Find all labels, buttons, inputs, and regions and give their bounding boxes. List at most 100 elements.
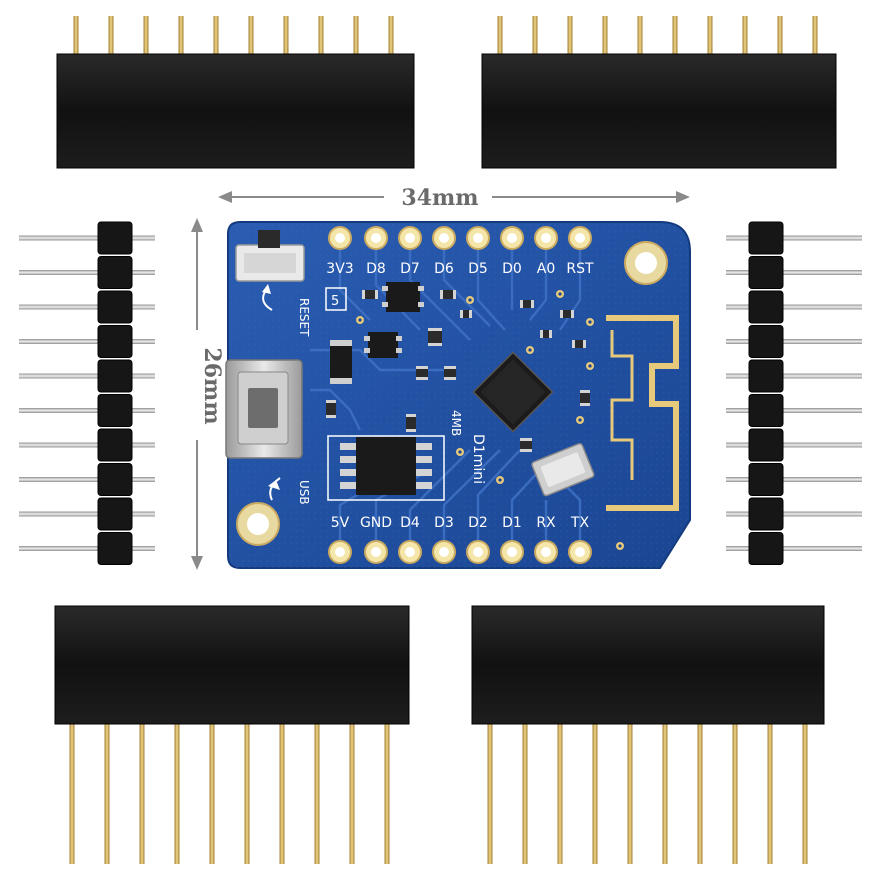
header-pin: [139, 724, 145, 864]
header-pin: [131, 408, 155, 413]
male-header-right: [726, 221, 862, 565]
smd-component: [572, 340, 586, 348]
pin-label: D4: [400, 515, 420, 531]
header-pin: [726, 373, 750, 379]
height-label: 26mm: [199, 347, 225, 424]
smd-component: [520, 300, 534, 308]
pin-hole: [507, 547, 517, 557]
pin-label: D8: [366, 261, 386, 277]
smd-component: [460, 310, 472, 318]
header-block: [97, 532, 133, 565]
pin-label: 3V3: [326, 261, 353, 277]
header-pin: [732, 724, 738, 864]
header-pin: [131, 373, 155, 379]
pin-hole: [405, 547, 415, 557]
header-pin: [742, 16, 748, 54]
header-pin: [697, 724, 703, 864]
header-block: [748, 290, 784, 324]
mounting-hole-bottom-left: [236, 502, 280, 546]
header-pin: [726, 477, 750, 482]
header-block: [748, 463, 784, 496]
via-hole: [588, 320, 592, 324]
pin-label: D3: [434, 515, 454, 531]
header-pin: [178, 16, 184, 54]
via-hole: [618, 544, 622, 548]
header-pin: [69, 724, 75, 864]
pin-hole: [473, 233, 483, 243]
header-block: [748, 256, 784, 289]
header-pin: [557, 724, 563, 864]
header-pin: [131, 442, 155, 448]
crystal-oscillator: [531, 442, 595, 497]
header-body: [54, 605, 410, 725]
header-block: [97, 359, 133, 393]
smd-component: [362, 290, 378, 299]
header-block: [97, 221, 133, 255]
pin-label: D1: [502, 515, 522, 531]
header-pin: [592, 724, 598, 864]
female-header-bottom-left: [54, 605, 410, 864]
header-block: [748, 325, 784, 358]
header-pin: [353, 16, 359, 54]
header-pin: [726, 546, 750, 551]
header-pin: [726, 235, 750, 241]
top-pin-pads: [328, 226, 592, 250]
smd-component: [444, 366, 456, 380]
header-pin: [349, 724, 355, 864]
header-pin: [726, 304, 750, 310]
header-pin: [497, 16, 503, 54]
header-pin: [279, 724, 285, 864]
header-pin: [567, 16, 573, 54]
usb-label: USB: [297, 480, 311, 505]
via-hole: [558, 292, 562, 296]
via-hole: [468, 298, 472, 302]
via-hole: [528, 348, 532, 352]
pin-hole: [371, 233, 381, 243]
header-pin: [388, 16, 394, 54]
header-pin: [782, 408, 862, 413]
header-pin: [143, 16, 149, 54]
pin-hole: [439, 233, 449, 243]
header-pin: [19, 304, 99, 310]
header-pin: [782, 546, 862, 551]
pin-label: D0: [502, 261, 522, 277]
pin-hole: [541, 233, 551, 243]
header-block: [97, 463, 133, 496]
header-pin: [522, 724, 528, 864]
pin-label: D6: [434, 261, 454, 277]
usb-arrowhead-icon: [268, 480, 280, 490]
header-pin: [782, 304, 862, 310]
reset-button[interactable]: [235, 230, 305, 282]
esp8266-chip: [472, 351, 554, 433]
header-pin: [314, 724, 320, 864]
pcb-antenna: [606, 315, 679, 511]
header-pin: [131, 235, 155, 241]
header-pin: [384, 724, 390, 864]
board-name-label: D1mini: [470, 434, 486, 484]
via-hole: [458, 450, 462, 454]
smd-component: [428, 328, 442, 346]
header-pin: [283, 16, 289, 54]
header-pin: [782, 270, 862, 275]
pin-label: D7: [400, 261, 420, 277]
header-pin: [209, 724, 215, 864]
micro-usb-port[interactable]: [225, 359, 303, 459]
width-dimension: 34mm: [218, 185, 690, 211]
header-pin: [244, 724, 250, 864]
usb-arrow-icon: [269, 477, 281, 501]
header-pin: [19, 270, 99, 275]
header-pin: [672, 16, 678, 54]
header-pin: [782, 511, 862, 517]
female-header-top-left: [56, 16, 415, 169]
header-pin: [108, 16, 114, 54]
smd-component: [326, 400, 336, 418]
header-pin: [131, 546, 155, 551]
pin-hole: [541, 547, 551, 557]
via-hole: [588, 364, 592, 368]
passive-components: [326, 290, 590, 452]
header-pin: [19, 442, 99, 448]
header-pin: [782, 235, 862, 241]
header-pin: [19, 477, 99, 482]
